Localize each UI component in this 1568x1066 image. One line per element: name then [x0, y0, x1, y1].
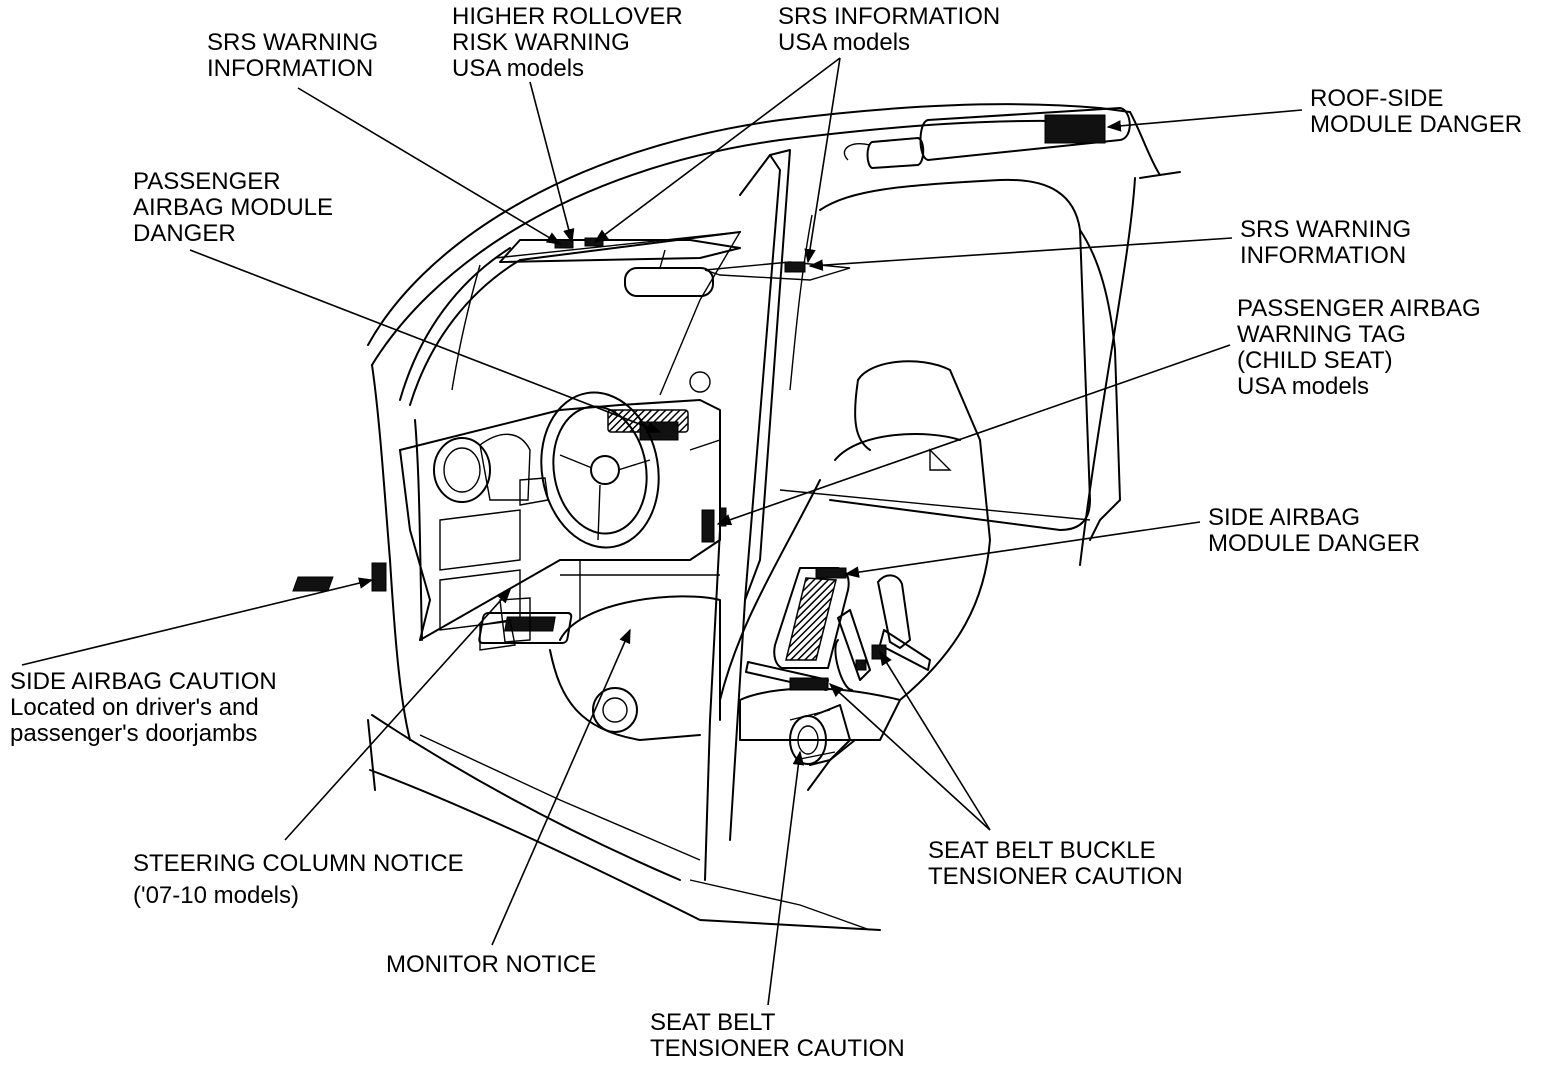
- seat-belt-tensioner: [789, 704, 856, 791]
- overhead-console: [499, 237, 851, 281]
- roof-side-airbag-module: [843, 107, 1131, 169]
- seat-belt-buckles: [745, 574, 931, 691]
- label-srs-warning-information-right: SRS WARNING INFORMATION: [1240, 216, 1412, 269]
- rear-view-mirror: [624, 249, 714, 393]
- label-srs-warning-information-top: SRS WARNING INFORMATION: [207, 29, 379, 82]
- dashboard: [399, 391, 721, 641]
- label-monitor-notice: MONITOR NOTICE: [386, 951, 597, 978]
- pillar-tags: [371, 507, 727, 592]
- side-airbag-module: [773, 567, 850, 669]
- label-srs-information: SRS INFORMATION USA models: [778, 3, 1001, 56]
- label-seat-belt-tensioner-caution: SEAT BELT TENSIONER CAUTION: [650, 1009, 905, 1062]
- label-side-airbag-module-danger: SIDE AIRBAG MODULE DANGER: [1208, 504, 1421, 557]
- front-floor: [292, 560, 721, 741]
- label-roof-side-module-danger: ROOF-SIDE MODULE DANGER: [1310, 85, 1523, 138]
- label-seat-belt-buckle-tensioner-caution: SEAT BELT BUCKLE TENSIONER CAUTION: [928, 837, 1183, 890]
- label-side-airbag-caution: SIDE AIRBAG CAUTION Located on driver's …: [10, 668, 277, 747]
- label-higher-rollover-risk-warning: HIGHER ROLLOVER RISK WARNING USA models: [452, 3, 683, 82]
- label-steering-column-notice: STEERING COLUMN NOTICE ('07-10 models): [133, 850, 464, 909]
- label-passenger-airbag-module-danger: PASSENGER AIRBAG MODULE DANGER: [133, 168, 334, 247]
- leader-lines: [21, 57, 1303, 1006]
- vehicle-body: [367, 103, 1181, 931]
- label-passenger-airbag-warning-tag: PASSENGER AIRBAG WARNING TAG (CHILD SEAT…: [1237, 295, 1481, 400]
- rear-seat: [719, 360, 991, 741]
